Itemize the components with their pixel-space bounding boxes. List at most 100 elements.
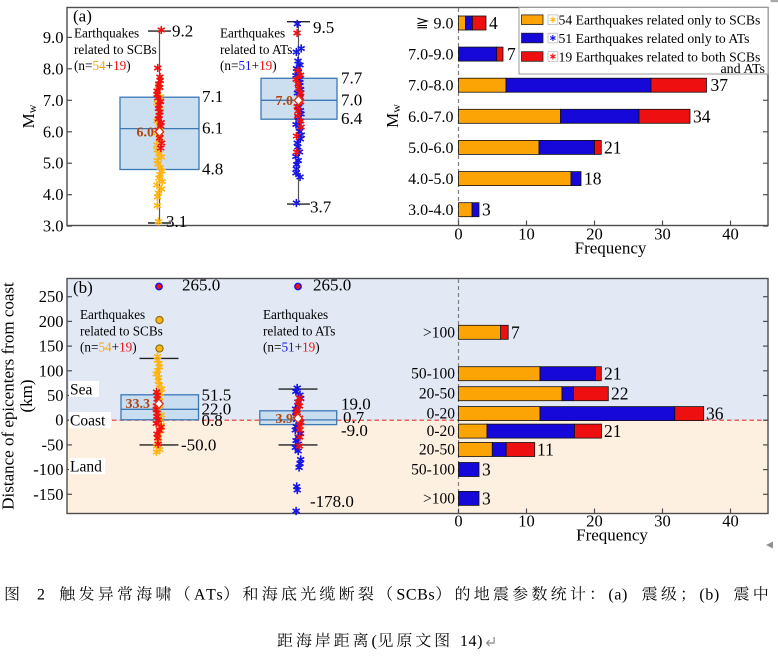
svg-text:(n=51+19): (n=51+19) — [263, 340, 320, 355]
svg-text:0.8: 0.8 — [202, 411, 223, 430]
svg-text:9.2: 9.2 — [172, 22, 193, 41]
svg-text:Land: Land — [70, 459, 102, 476]
svg-text:200: 200 — [39, 312, 64, 331]
svg-text:and ATs: and ATs — [720, 62, 765, 77]
svg-text:40: 40 — [722, 512, 739, 531]
svg-text:7.1: 7.1 — [202, 87, 223, 106]
svg-text:(a): (a) — [73, 7, 92, 26]
svg-text:Earthquakes: Earthquakes — [220, 26, 285, 41]
svg-text:7.0-8.0: 7.0-8.0 — [408, 78, 453, 95]
svg-text:19 Earthquakes related to both: 19 Earthquakes related to both SCBs — [559, 49, 761, 64]
svg-text:-50: -50 — [42, 435, 64, 454]
svg-text:7.0: 7.0 — [276, 94, 294, 109]
svg-text:50: 50 — [47, 386, 64, 405]
svg-text:18: 18 — [584, 169, 602, 189]
svg-text:37: 37 — [711, 75, 729, 95]
svg-text:5.0-6.0: 5.0-6.0 — [408, 140, 453, 157]
svg-text:9.0: 9.0 — [434, 16, 454, 33]
svg-text:10: 10 — [518, 512, 535, 531]
svg-text:7: 7 — [511, 322, 520, 342]
svg-text:20-50: 20-50 — [419, 386, 455, 403]
svg-text:7.0: 7.0 — [341, 90, 362, 109]
svg-text:Frequency: Frequency — [575, 239, 647, 258]
svg-text:150: 150 — [39, 337, 64, 356]
svg-text:22.0: 22.0 — [202, 399, 232, 418]
svg-text:21: 21 — [604, 364, 622, 384]
svg-text:9.0: 9.0 — [43, 28, 64, 47]
svg-text:Coast: Coast — [70, 413, 106, 430]
svg-text:Earthquakes: Earthquakes — [80, 307, 145, 322]
svg-text:7.7: 7.7 — [341, 68, 363, 87]
svg-text:Distance of epicenters from co: Distance of epicenters from coast — [0, 282, 18, 510]
svg-text:6.0-7.0: 6.0-7.0 — [408, 109, 453, 126]
svg-text:36: 36 — [706, 404, 724, 424]
svg-text:-50.0: -50.0 — [181, 435, 216, 454]
svg-text:Earthquakes: Earthquakes — [263, 307, 328, 322]
svg-text:7.0-9.0: 7.0-9.0 — [408, 47, 453, 64]
svg-text:4: 4 — [489, 13, 498, 33]
svg-text:-9.0: -9.0 — [341, 421, 368, 440]
svg-text:Sea: Sea — [70, 382, 93, 399]
svg-text:21: 21 — [604, 137, 622, 157]
svg-text:10: 10 — [518, 225, 535, 244]
svg-text:4.8: 4.8 — [202, 159, 223, 178]
svg-text:(km): (km) — [17, 379, 36, 412]
svg-text:30: 30 — [654, 225, 671, 244]
svg-text:100: 100 — [39, 361, 64, 380]
svg-text:250: 250 — [39, 287, 64, 306]
svg-text:21: 21 — [604, 421, 622, 441]
svg-text:50-100: 50-100 — [411, 462, 455, 479]
svg-text:9.5: 9.5 — [313, 18, 334, 37]
svg-text:3: 3 — [482, 488, 491, 508]
svg-text:54 Earthquakes related only to: 54 Earthquakes related only to SCBs — [559, 13, 761, 28]
svg-text:0: 0 — [454, 225, 462, 244]
svg-text:3.0: 3.0 — [43, 217, 64, 236]
svg-text:related to ATs: related to ATs — [263, 323, 335, 338]
svg-text:related to SCBs: related to SCBs — [74, 42, 157, 57]
svg-text:3.1: 3.1 — [166, 212, 187, 231]
svg-text:40: 40 — [722, 225, 739, 244]
svg-text:0-20: 0-20 — [427, 406, 456, 423]
svg-text:6.0: 6.0 — [43, 122, 64, 141]
svg-text:6.1: 6.1 — [202, 119, 223, 138]
svg-text:6.0: 6.0 — [137, 125, 155, 140]
svg-text:3: 3 — [482, 200, 491, 220]
svg-text:20: 20 — [586, 225, 603, 244]
svg-text:-100: -100 — [33, 460, 63, 479]
svg-text:5.0: 5.0 — [43, 154, 64, 173]
svg-text:4.0-5.0: 4.0-5.0 — [408, 171, 453, 188]
svg-text:>100: >100 — [423, 490, 455, 507]
svg-text:51.5: 51.5 — [202, 385, 232, 404]
svg-text:4.0: 4.0 — [43, 185, 64, 204]
svg-text:Frequency: Frequency — [576, 526, 648, 545]
svg-text:0.7: 0.7 — [343, 408, 365, 427]
svg-text:(n=51+19): (n=51+19) — [220, 58, 277, 73]
svg-text:(b): (b) — [73, 278, 93, 297]
svg-text:19.0: 19.0 — [341, 395, 371, 414]
svg-text:0: 0 — [55, 411, 63, 430]
svg-text:(n=54+19): (n=54+19) — [80, 340, 137, 355]
svg-text:51 Earthquakes related only to: 51 Earthquakes related only to ATs — [559, 31, 750, 46]
svg-text:3.7: 3.7 — [310, 198, 332, 217]
svg-text:>100: >100 — [423, 324, 455, 341]
svg-text:3: 3 — [482, 460, 491, 480]
svg-text:-150: -150 — [33, 485, 63, 504]
svg-text:(n=54+19): (n=54+19) — [74, 58, 131, 73]
svg-text:11: 11 — [537, 440, 554, 460]
svg-text:Earthquakes: Earthquakes — [74, 26, 139, 41]
svg-text:3.9: 3.9 — [276, 412, 294, 427]
svg-text:33.3: 33.3 — [126, 397, 151, 412]
svg-text:20: 20 — [586, 512, 603, 531]
svg-text:34: 34 — [693, 106, 711, 126]
svg-text:20-50: 20-50 — [419, 442, 455, 459]
svg-text:8.0: 8.0 — [43, 59, 64, 78]
svg-text:265.0: 265.0 — [182, 276, 220, 295]
svg-text:0-20: 0-20 — [427, 423, 456, 440]
svg-text:3.0-4.0: 3.0-4.0 — [408, 202, 453, 219]
svg-text:-178.0: -178.0 — [310, 492, 354, 511]
svg-text:0: 0 — [454, 512, 462, 531]
svg-text:7.0: 7.0 — [43, 91, 64, 110]
svg-text:265.0: 265.0 — [313, 276, 351, 295]
svg-text:related to SCBs: related to SCBs — [80, 323, 163, 338]
svg-text:22: 22 — [611, 384, 629, 404]
